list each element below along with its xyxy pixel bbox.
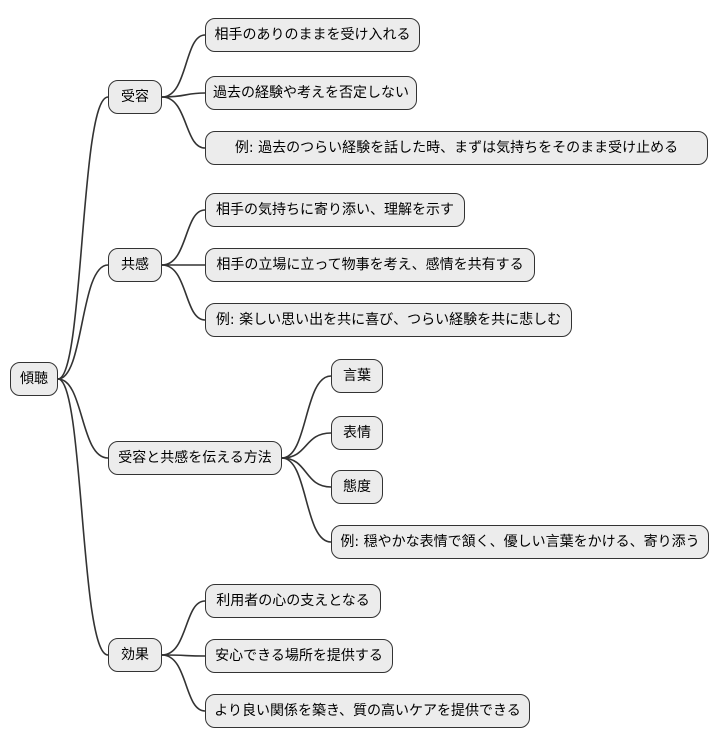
leaf-methods-expression: 表情 [331, 416, 383, 450]
connector-empathy-1 [161, 209, 206, 266]
connector-root-methods [57, 378, 109, 459]
connector-effects-3 [161, 654, 206, 712]
node-branch-methods: 受容と共感を伝える方法 [108, 441, 282, 475]
connector-effects-1 [161, 600, 206, 656]
connector-acceptance-1 [161, 34, 206, 98]
leaf-effects-2: 安心できる場所を提供する [205, 639, 393, 673]
leaf-methods-words: 言葉 [331, 359, 383, 393]
connector-methods-expression [281, 432, 332, 459]
connector-root-effects [57, 378, 109, 656]
node-root-listening: 傾聴 [10, 362, 58, 396]
leaf-empathy-example: 例: 楽しい思い出を共に喜び、つらい経験を共に悲しむ [205, 303, 572, 337]
leaf-acceptance-example: 例: 過去のつらい経験を話した時、まずは気持ちをそのまま受け止める [205, 131, 708, 165]
connector-empathy-3 [161, 264, 206, 321]
connector-methods-example [281, 457, 332, 543]
leaf-empathy-1: 相手の気持ちに寄り添い、理解を示す [205, 193, 465, 227]
leaf-empathy-2: 相手の立場に立って物事を考え、感情を共有する [205, 248, 535, 282]
connector-acceptance-3 [161, 96, 206, 149]
node-branch-effects: 効果 [108, 638, 162, 672]
connector-methods-attitude [281, 457, 332, 488]
leaf-methods-example: 例: 穏やかな表情で頷く、優しい言葉をかける、寄り添う [331, 525, 709, 559]
node-branch-empathy: 共感 [108, 248, 162, 282]
connector-acceptance-2 [161, 92, 206, 98]
connector-methods-words [281, 375, 332, 459]
leaf-effects-3: より良い関係を築き、質の高いケアを提供できる [205, 694, 530, 728]
leaf-acceptance-2: 過去の経験や考えを否定しない [205, 76, 417, 110]
connector-effects-2 [161, 654, 206, 657]
leaf-acceptance-1: 相手のありのままを受け入れる [205, 18, 420, 52]
leaf-methods-attitude: 態度 [331, 470, 383, 504]
connector-root-empathy [57, 264, 109, 380]
connector-root-acceptance [57, 96, 109, 380]
leaf-effects-1: 利用者の心の支えとなる [205, 584, 381, 618]
node-branch-acceptance: 受容 [108, 80, 162, 114]
